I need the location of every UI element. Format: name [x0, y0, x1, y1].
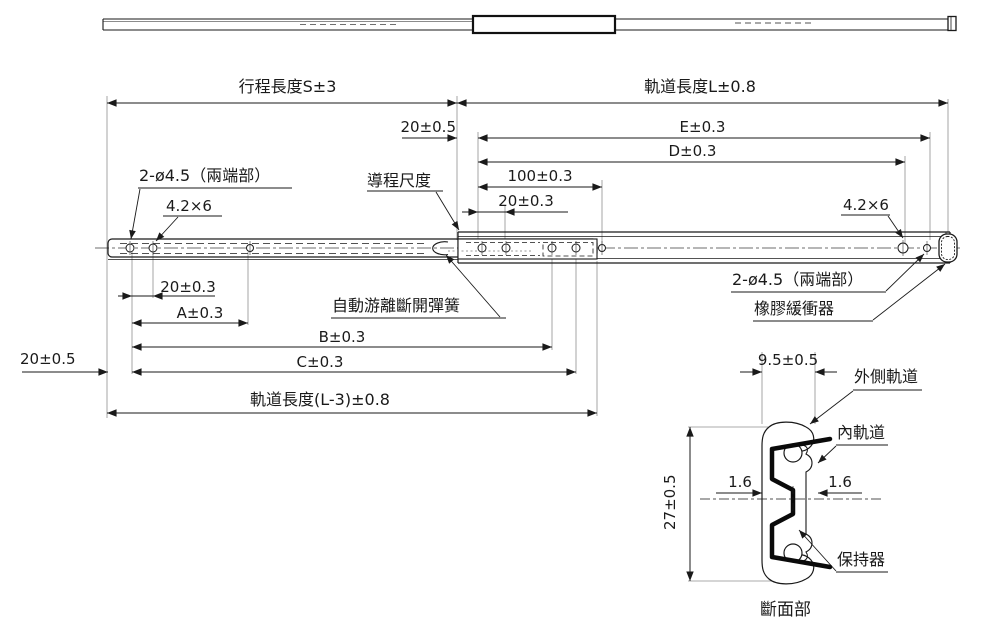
- leader-lines: [129, 187, 946, 573]
- dim-c: C±0.3: [296, 353, 344, 371]
- dim-stroke-length: 行程長度S±3: [238, 77, 337, 96]
- dim-section-height: 27±0.5: [660, 474, 679, 531]
- inner-rail-profile: [769, 436, 833, 570]
- outer-rail-profile: [761, 421, 807, 585]
- cross-section-view: [700, 421, 882, 585]
- dim-d: D±0.3: [668, 142, 717, 160]
- closed-slide-top-view: [102, 14, 957, 35]
- label-slot-right: 4.2×6: [843, 196, 889, 214]
- section-caption: 斷面部: [760, 600, 811, 620]
- hole-center-ticks: [129, 240, 928, 256]
- label-slot-left: 4.2×6: [166, 197, 212, 215]
- label-spring: 自動游離斷開彈簧: [332, 296, 461, 315]
- extended-slide-main-view: [95, 231, 962, 264]
- dim-offset-20-05-top: 20±0.5: [400, 118, 456, 136]
- dim-thickness-left: 1.6: [728, 473, 752, 491]
- dim-offset-20-03-bottom: 20±0.3: [160, 278, 216, 296]
- dim-section-width: 9.5±0.5: [757, 351, 819, 369]
- label-bumper: 橡膠緩衝器: [754, 299, 835, 318]
- retainer-profile: [796, 444, 813, 562]
- disconnect-spring-shape: [432, 241, 449, 256]
- dim-inner-rail-length: 軌道長度(L-3)±0.8: [250, 390, 390, 409]
- rubber-bumper-shape: [938, 233, 958, 263]
- dim-thickness-right: 1.6: [828, 473, 852, 491]
- dim-pitch-100: 100±0.3: [507, 167, 573, 185]
- label-holes-right: 2-ø4.5（兩端部）: [732, 270, 864, 289]
- dim-a: A±0.3: [176, 304, 224, 322]
- label-outer-rail: 外側軌道: [854, 367, 919, 386]
- dim-rail-length: 軌道長度L±0.8: [644, 77, 756, 96]
- dim-offset-20-03-top: 20±0.3: [498, 192, 554, 210]
- label-guide-scale: 導程尺度: [367, 171, 432, 190]
- dimension-lines: [22, 99, 948, 581]
- dim-e: E±0.3: [679, 118, 726, 136]
- dim-b: B±0.3: [318, 328, 366, 346]
- label-retainer: 保持器: [837, 550, 886, 569]
- label-inner-rail: 內軌道: [837, 423, 886, 442]
- label-holes-left: 2-ø4.5（兩端部）: [139, 166, 271, 185]
- dim-offset-20-05-bottom: 20±0.5: [20, 350, 76, 368]
